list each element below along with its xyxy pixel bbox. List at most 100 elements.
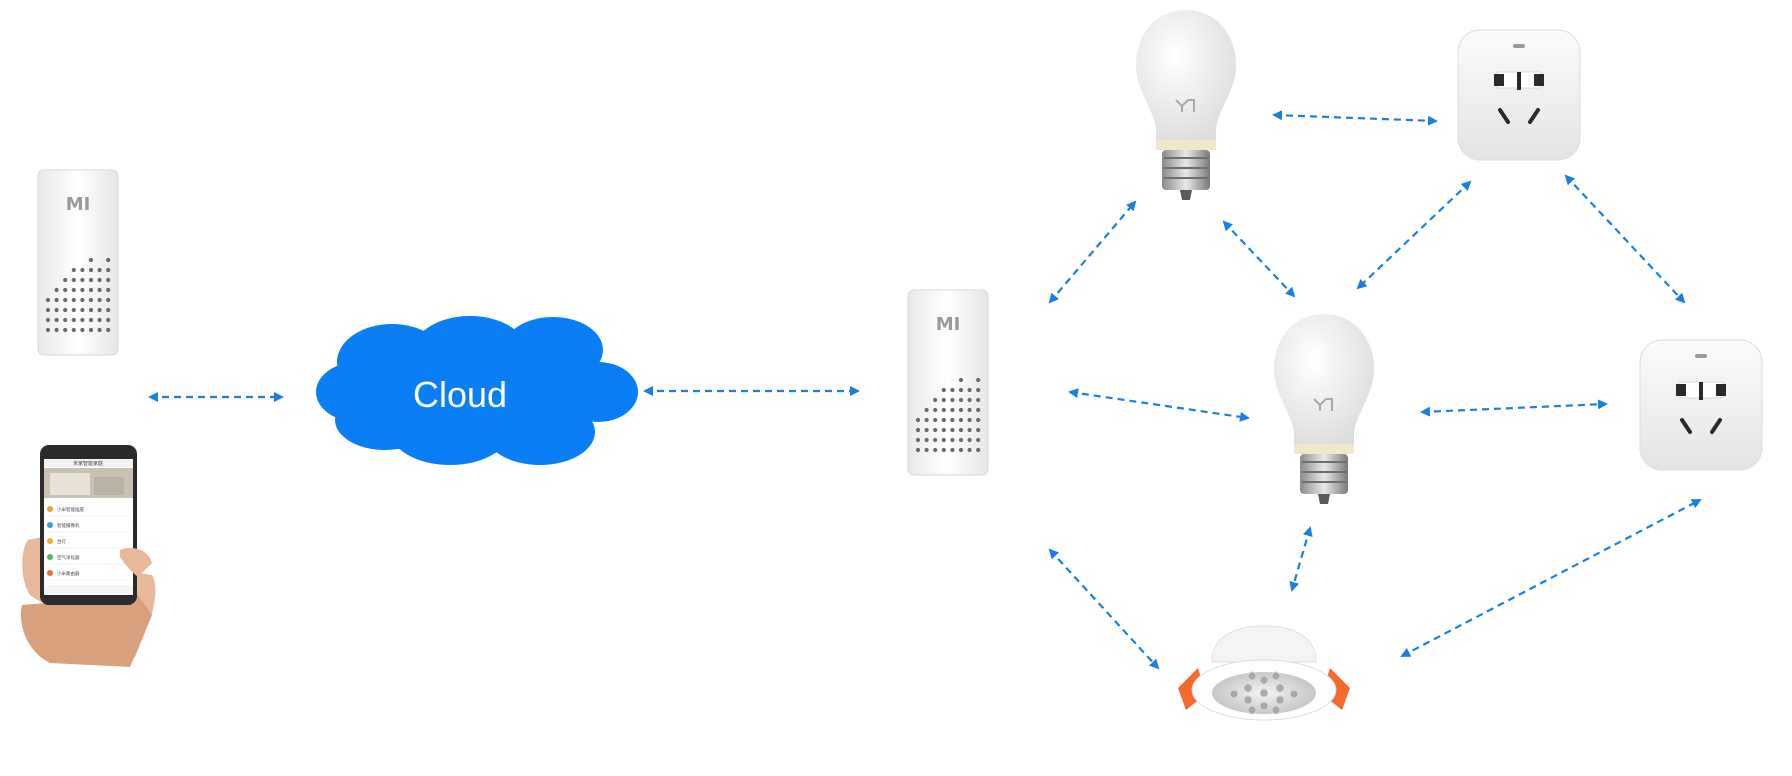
speaker-grille-dot — [976, 387, 981, 393]
link-downlight-plug — [1400, 499, 1702, 657]
list-item-icon — [47, 554, 53, 560]
led-dot — [1289, 689, 1299, 699]
list-item-icon — [47, 506, 53, 512]
speaker-grille-dot — [924, 407, 929, 413]
speaker-grille-dot — [45, 317, 51, 323]
speaker-grille-dot — [924, 447, 929, 453]
led-dot — [1243, 695, 1253, 705]
link-hub-bulb-top — [1048, 200, 1137, 304]
mi-speaker-icon: MI — [37, 169, 119, 356]
speaker-grille-dot — [915, 427, 921, 433]
speaker-grille-dot — [88, 257, 94, 263]
speaker-grille-dot — [106, 287, 111, 293]
speaker-grille-dot — [97, 317, 102, 323]
list-item-icon — [47, 538, 53, 544]
led-dot — [1243, 683, 1253, 693]
link-hub-downlight — [1048, 548, 1160, 670]
mi-speaker-icon: MI — [907, 289, 989, 476]
speaker-grille-dot — [967, 397, 972, 403]
speaker-grille-dot — [967, 447, 972, 453]
list-item[interactable]: 小米路由器 — [57, 570, 80, 577]
speaker-grille-dot — [63, 307, 68, 313]
link-bulb-top-bulb-mid — [1222, 220, 1296, 298]
link-plug-bulb-mid — [1356, 180, 1472, 290]
speaker-grille-dot — [88, 287, 94, 293]
speaker-grille-dot — [97, 297, 102, 303]
led-dot — [1259, 701, 1269, 711]
speaker-grille-dot — [976, 437, 981, 443]
speaker-grille-dot — [976, 417, 981, 423]
speaker-grille-dot — [80, 287, 85, 293]
speaker-grille-dot — [88, 297, 94, 303]
list-item[interactable]: 台灯 — [57, 538, 66, 545]
speaker-grille-dot — [71, 277, 76, 283]
speaker-grille-dot — [915, 417, 921, 423]
led-dot — [1271, 671, 1281, 681]
speaker-grille-dot — [63, 297, 68, 303]
smart-plug-icon — [1639, 339, 1763, 471]
led-dot — [1259, 688, 1269, 698]
speaker-grille-dot — [941, 427, 946, 433]
speaker-grille-dot — [976, 447, 981, 453]
speaker-grille-dot — [106, 267, 111, 273]
speaker-logo: MI — [936, 314, 961, 335]
speaker-grille-dot — [924, 437, 929, 443]
speaker-grille-dot — [97, 277, 102, 283]
speaker-grille-dot — [88, 307, 94, 313]
speaker-grille-dot — [958, 407, 964, 413]
led-dot — [1259, 675, 1269, 685]
speaker-grille-dot — [80, 317, 85, 323]
list-item-icon — [47, 570, 53, 576]
led-dot — [1275, 683, 1285, 693]
speaker-grille-dot — [941, 407, 946, 413]
led-dot — [1247, 705, 1257, 715]
speaker-grille-dot — [45, 297, 51, 303]
list-item[interactable]: 空气净化器 — [57, 554, 80, 561]
link-bulb-mid-downlight — [1289, 526, 1313, 592]
speaker-grille-dot — [924, 427, 929, 433]
speaker-grille-dot — [950, 437, 955, 443]
speaker-grille-dot — [958, 377, 964, 383]
speaker-grille-dot — [54, 287, 59, 293]
speaker-grille-dot — [950, 397, 955, 403]
led-dot — [1247, 671, 1257, 681]
speaker-grille-dot — [63, 327, 68, 333]
speaker-grille-dot — [958, 417, 964, 423]
speaker-grille-dot — [80, 297, 85, 303]
speaker-grille-dot — [97, 267, 102, 273]
speaker-grille-dot — [976, 397, 981, 403]
speaker-grille-dot — [958, 427, 964, 433]
speaker-grille-dot — [933, 397, 938, 403]
connection-arrows — [148, 110, 1702, 670]
downlight-icon — [1178, 625, 1350, 721]
link-plug-plug — [1564, 174, 1686, 304]
list-item-icon — [47, 522, 53, 528]
speaker-grille-dot — [933, 437, 938, 443]
speaker-grille-dot — [54, 297, 59, 303]
speaker-grille-dot — [80, 307, 85, 313]
speaker-grille-dot — [63, 287, 68, 293]
led-dot — [1271, 705, 1281, 715]
speaker-grille-dot — [950, 417, 955, 423]
speaker-grille-dot — [106, 257, 111, 263]
led-dot — [1229, 689, 1239, 699]
speaker-grille-dot — [967, 427, 972, 433]
speaker-grille-dot — [958, 387, 964, 393]
speaker-grille-dot — [933, 427, 938, 433]
cloud-label: Cloud — [413, 374, 507, 415]
speaker-grille-dot — [71, 267, 76, 273]
link-bulb-mid-plug — [1420, 399, 1608, 417]
speaker-grille-dot — [950, 427, 955, 433]
list-item[interactable]: 小米智能插座 — [57, 506, 84, 513]
speaker-grille-dot — [88, 317, 94, 323]
speaker-grille-dot — [941, 417, 946, 423]
list-item[interactable]: 智能摄像机 — [57, 522, 80, 529]
speaker-grille-dot — [967, 437, 972, 443]
speaker-grille-dot — [950, 447, 955, 453]
speaker-grille-dot — [941, 437, 946, 443]
speaker-grille-dot — [915, 447, 921, 453]
speaker-grille-dot — [967, 417, 972, 423]
speaker-grille-dot — [80, 267, 85, 273]
